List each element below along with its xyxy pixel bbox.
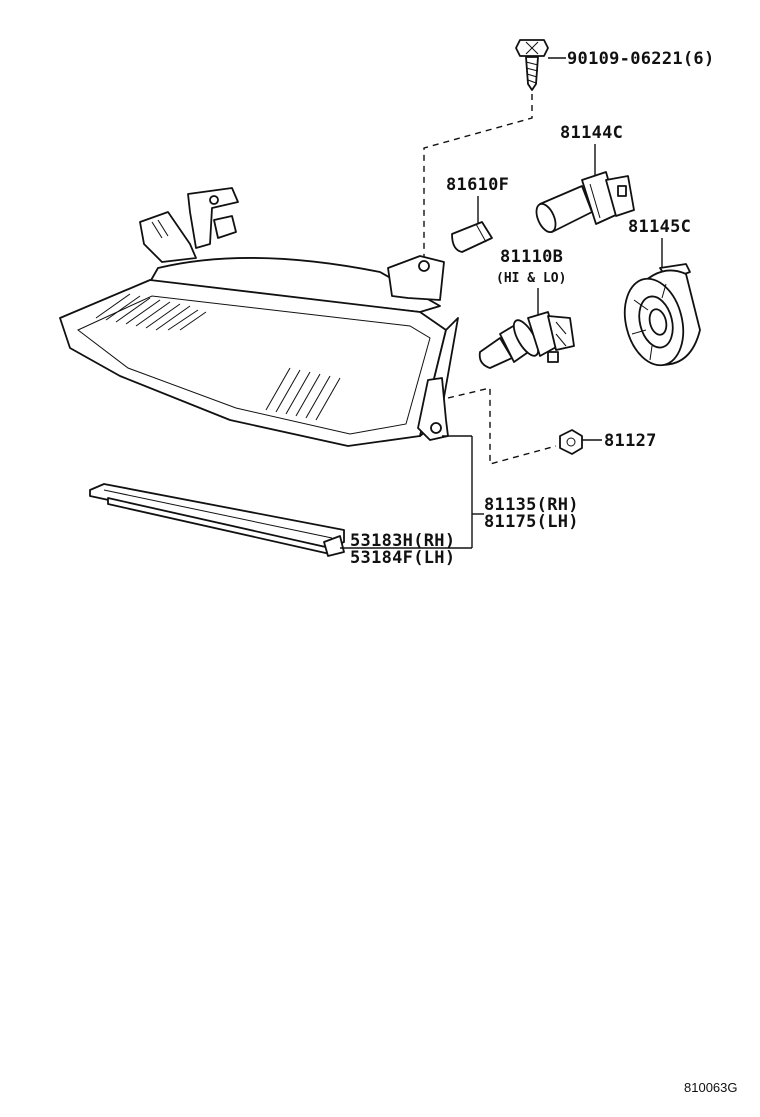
bulb-main-note: (HI & LO) <box>496 271 566 286</box>
bulb-small-part[interactable] <box>451 221 493 253</box>
bulb-main-part[interactable] <box>478 311 575 369</box>
screw-label: 90109-06221(6) <box>567 49 715 69</box>
bulb-small-label: 81610F <box>446 175 509 195</box>
headlamp-unit-part[interactable] <box>59 187 459 447</box>
strip-lh-label: 53184F(LH) <box>350 548 455 568</box>
unit-rh-label: 81135(RH) <box>484 495 579 515</box>
unit-lh-label: 81175(LH) <box>484 512 579 532</box>
socket-part[interactable] <box>533 171 635 235</box>
strip-part[interactable] <box>89 483 345 557</box>
strip-rh-label: 53183H(RH) <box>350 531 455 551</box>
screw-part[interactable] <box>515 39 549 91</box>
cover-part[interactable] <box>616 263 701 371</box>
diagram-code: 810063G <box>684 1080 738 1095</box>
bulb-main-label: 81110B <box>500 247 563 267</box>
nut-label: 81127 <box>604 431 657 451</box>
nut-part[interactable] <box>559 429 583 455</box>
socket-label: 81144C <box>560 123 623 143</box>
cover-label: 81145C <box>628 217 691 237</box>
